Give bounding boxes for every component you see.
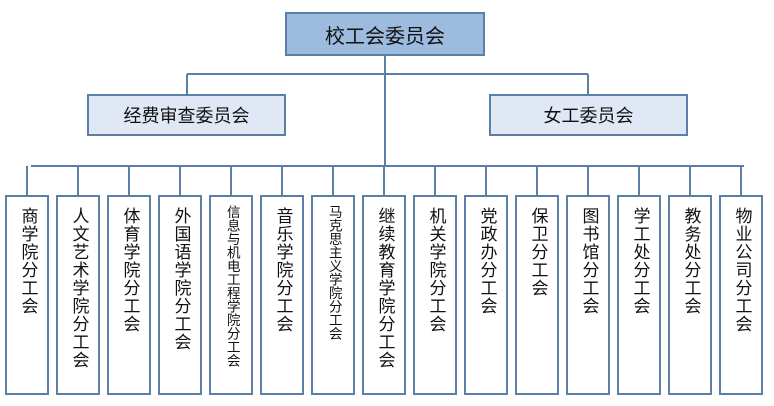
branch-label: 继续教育学院分工会 bbox=[374, 207, 395, 369]
branch-box: 图书馆分工会 bbox=[566, 195, 610, 395]
branch-box: 教务处分工会 bbox=[668, 195, 712, 395]
branch-box: 机关学院分工会 bbox=[413, 195, 457, 395]
branch-label: 马克思主义学院分工会 bbox=[325, 205, 342, 340]
branch-label: 学工处分工会 bbox=[629, 207, 650, 315]
branch-box: 保卫分工会 bbox=[515, 195, 559, 395]
branch-label: 信息与机电工程学院分工会 bbox=[223, 205, 240, 367]
branch-label: 物业公司分工会 bbox=[731, 207, 752, 333]
committee-label-audit: 经费审查委员会 bbox=[123, 106, 250, 127]
root-node-label: 校工会委员会 bbox=[325, 23, 445, 48]
committee-box-women: 女工委员会 bbox=[489, 94, 688, 136]
branch-box: 体育学院分工会 bbox=[107, 195, 151, 395]
branch-label: 音乐学院分工会 bbox=[272, 207, 293, 333]
branch-box: 商学院分工会 bbox=[5, 195, 49, 395]
committee-box-audit: 经费审查委员会 bbox=[87, 94, 286, 136]
branch-box: 党政办分工会 bbox=[464, 195, 508, 395]
branch-box: 继续教育学院分工会 bbox=[362, 195, 406, 395]
branch-label: 人文艺术学院分工会 bbox=[68, 207, 89, 369]
branch-label: 机关学院分工会 bbox=[425, 207, 446, 333]
branch-box: 信息与机电工程学院分工会 bbox=[209, 195, 253, 395]
branch-box: 音乐学院分工会 bbox=[260, 195, 304, 395]
branch-label: 商学院分工会 bbox=[17, 207, 38, 315]
branch-box: 外国语学院分工会 bbox=[158, 195, 202, 395]
branch-label: 教务处分工会 bbox=[680, 207, 701, 315]
branch-box: 人文艺术学院分工会 bbox=[56, 195, 100, 395]
branch-label: 党政办分工会 bbox=[476, 207, 497, 315]
branch-label: 图书馆分工会 bbox=[578, 207, 599, 315]
branch-box: 马克思主义学院分工会 bbox=[311, 195, 355, 395]
branch-box: 学工处分工会 bbox=[617, 195, 661, 395]
branch-box: 物业公司分工会 bbox=[719, 195, 763, 395]
branch-label: 外国语学院分工会 bbox=[170, 207, 191, 351]
root-node-box: 校工会委员会 bbox=[285, 12, 485, 56]
branch-label: 体育学院分工会 bbox=[119, 207, 140, 333]
committee-label-women: 女工委员会 bbox=[543, 106, 634, 127]
branch-label: 保卫分工会 bbox=[527, 207, 548, 297]
